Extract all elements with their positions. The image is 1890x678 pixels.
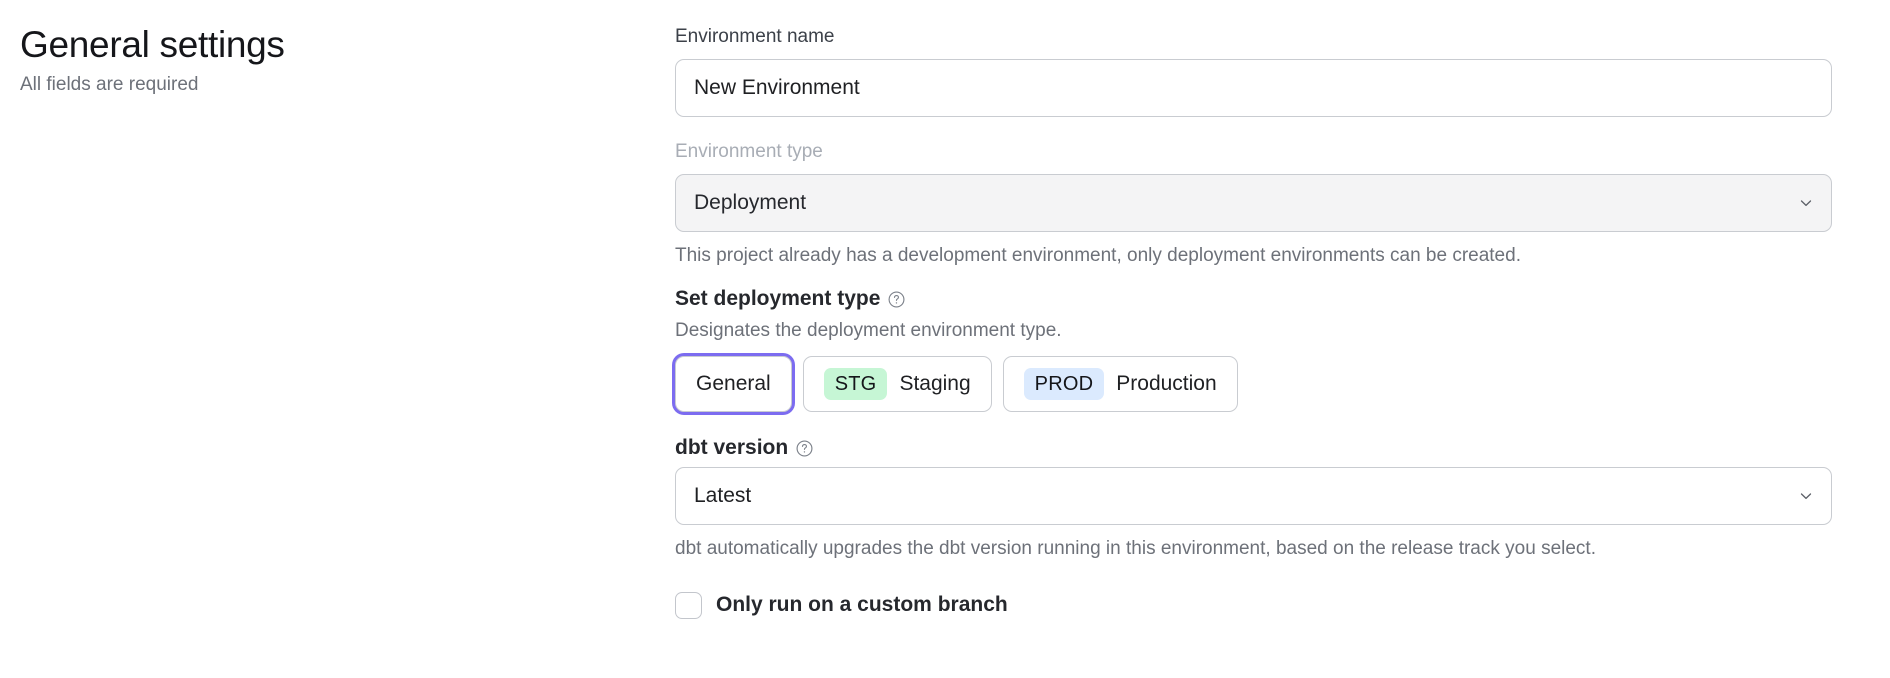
dbt-version-label-row: dbt version <box>675 434 1832 462</box>
environment-type-helper-text: This project already has a development e… <box>675 245 1521 266</box>
question-circle-icon[interactable] <box>795 439 814 458</box>
custom-branch-row: Only run on a custom branch <box>675 591 1832 619</box>
page-subtitle: All fields are required <box>20 74 199 95</box>
environment-type-label: Environment type <box>675 141 823 162</box>
dbt-version-label: dbt version <box>675 436 789 459</box>
deployment-type-option-general-label: General <box>696 372 771 395</box>
deployment-type-options: General STG Staging PROD Production <box>675 356 1832 412</box>
dbt-version-select[interactable]: Latest <box>675 467 1832 525</box>
environment-name-field: Environment name <box>675 24 1832 117</box>
page-header-column: General settings All fields are required <box>0 0 675 98</box>
dbt-version-helper-text: dbt automatically upgrades the dbt versi… <box>675 538 1596 559</box>
deployment-type-option-staging[interactable]: STG Staging <box>802 356 992 412</box>
staging-badge: STG <box>823 368 888 400</box>
page-title: General settings <box>20 24 285 65</box>
deployment-type-option-general[interactable]: General <box>675 356 792 412</box>
environment-type-select-wrapper: Deployment <box>675 174 1832 232</box>
dbt-version-field: dbt version Latest <box>675 434 1832 562</box>
environment-type-field: Environment type Deployment This project… <box>675 139 1832 269</box>
environment-type-select[interactable]: Deployment <box>675 174 1832 232</box>
dbt-version-value: Latest <box>694 484 752 507</box>
dbt-version-select-wrapper: Latest <box>675 467 1832 525</box>
environment-name-input[interactable] <box>675 59 1832 117</box>
deployment-type-description: Designates the deployment environment ty… <box>675 320 1062 341</box>
deployment-type-option-staging-label: Staging <box>899 372 971 395</box>
deployment-type-option-production-label: Production <box>1116 372 1217 395</box>
deployment-type-label-row: Set deployment type <box>675 285 1832 313</box>
environment-type-value: Deployment <box>694 191 807 214</box>
question-circle-icon[interactable] <box>887 290 906 309</box>
production-badge: PROD <box>1023 368 1105 400</box>
deployment-type-field: Set deployment type Designates the deplo… <box>675 285 1832 412</box>
deployment-type-option-production[interactable]: PROD Production <box>1002 356 1238 412</box>
custom-branch-checkbox[interactable] <box>675 591 702 619</box>
settings-form: Environment name Environment type Deploy… <box>675 0 1860 619</box>
custom-branch-label: Only run on a custom branch <box>716 593 1008 616</box>
environment-name-label: Environment name <box>675 26 835 47</box>
deployment-type-label: Set deployment type <box>675 287 881 310</box>
